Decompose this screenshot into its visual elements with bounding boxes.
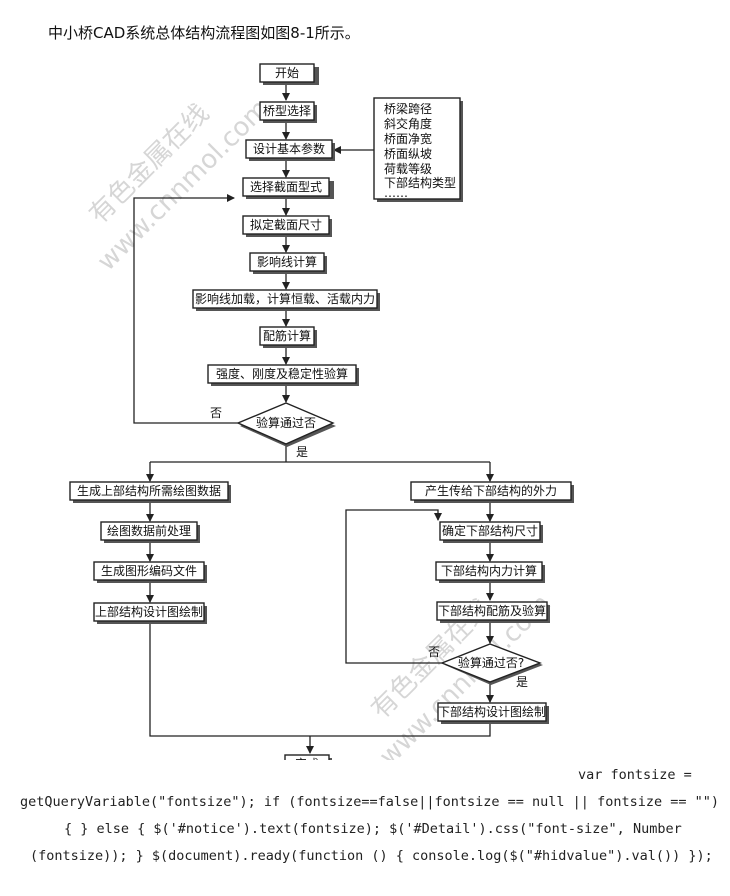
node-rebar-label: 配筋计算 bbox=[263, 328, 311, 343]
node-strength-check-label: 强度、刚度及稳定性验算 bbox=[216, 366, 348, 381]
param-load-class: 荷载等级 bbox=[384, 162, 432, 176]
decision-lower-check: 验算通过否? bbox=[440, 643, 543, 685]
node-loading: 影响线加载，计算恒载、活载内力 bbox=[192, 289, 380, 311]
param-deck-width: 桥面净宽 bbox=[384, 131, 432, 146]
node-lower-rebar-label: 下部结构配筋及验算 bbox=[438, 603, 546, 618]
node-lower-force-label: 产生传给下部结构的外力 bbox=[425, 483, 557, 498]
node-lower-force-calc: 下部结构内力计算 bbox=[435, 561, 545, 583]
node-finish: 完成 bbox=[284, 754, 332, 760]
node-strength-check: 强度、刚度及稳定性验算 bbox=[207, 364, 359, 386]
node-lower-force-calc-label: 下部结构内力计算 bbox=[441, 563, 537, 578]
node-lower-size-label: 确定下部结构尺寸 bbox=[442, 523, 538, 538]
code-line-4: (fontsize)); } $(document).ready(functio… bbox=[30, 848, 713, 864]
param-ellipsis: …… bbox=[384, 186, 408, 200]
param-substructure-type: 下部结构类型 bbox=[384, 175, 456, 190]
node-lower-force: 产生传给下部结构的外力 bbox=[410, 481, 574, 503]
node-section-type-label: 选择截面型式 bbox=[250, 180, 322, 194]
code-line-2: getQueryVariable("fontsize"); if (fontsi… bbox=[20, 794, 719, 810]
node-design-params: 设计基本参数 bbox=[245, 139, 335, 161]
node-lower-size: 确定下部结构尺寸 bbox=[439, 521, 543, 543]
node-upper-drawing-label: 上部结构设计图绘制 bbox=[95, 604, 203, 619]
label-yes: 是 bbox=[296, 445, 308, 459]
node-preprocess-label: 绘图数据前处理 bbox=[107, 523, 191, 538]
node-bridge-type-label: 桥型选择 bbox=[263, 104, 311, 118]
decision-check-pass-label: 验算通过否 bbox=[256, 415, 316, 430]
node-influence-line-label: 影响线计算 bbox=[257, 254, 317, 269]
node-graphic-file-label: 生成图形编码文件 bbox=[101, 563, 197, 578]
param-skew-angle: 斜交角度 bbox=[384, 116, 432, 131]
node-loading-label: 影响线加载，计算恒载、活载内力 bbox=[195, 291, 375, 306]
code-line-1: var fontsize = bbox=[578, 767, 692, 783]
node-upper-drawing: 上部结构设计图绘制 bbox=[93, 602, 207, 624]
node-preprocess: 绘图数据前处理 bbox=[100, 521, 200, 543]
node-section-size: 拟定截面尺寸 bbox=[242, 215, 332, 237]
node-bridge-type: 桥型选择 bbox=[259, 101, 317, 123]
node-graphic-file: 生成图形编码文件 bbox=[93, 561, 207, 583]
node-upper-data-label: 生成上部结构所需绘图数据 bbox=[77, 483, 221, 498]
label-lower-no: 否 bbox=[428, 645, 440, 659]
node-upper-data: 生成上部结构所需绘图数据 bbox=[69, 481, 231, 503]
node-start-label: 开始 bbox=[275, 66, 299, 80]
node-lower-drawing-label: 下部结构设计图绘制 bbox=[438, 704, 546, 719]
param-deck-slope: 桥面纵坡 bbox=[384, 147, 432, 161]
node-section-size-label: 拟定截面尺寸 bbox=[250, 217, 322, 232]
code-snippet: var fontsize = getQueryVariable("fontsiz… bbox=[0, 762, 730, 870]
node-design-params-label: 设计基本参数 bbox=[253, 141, 325, 156]
node-lower-drawing: 下部结构设计图绘制 bbox=[437, 702, 549, 724]
decision-lower-check-label: 验算通过否? bbox=[458, 655, 524, 670]
flowchart: 有色金属在线 www.cnnmol.com 有色金属在线 www.cnnmol.… bbox=[69, 63, 574, 760]
node-rebar: 配筋计算 bbox=[259, 326, 317, 348]
intro-text: 中小桥CAD系统总体结构流程图如图8-1所示。 bbox=[48, 24, 360, 42]
node-influence-line: 影响线计算 bbox=[249, 252, 327, 274]
params-list-box: 桥梁跨径 斜交角度 桥面净宽 桥面纵坡 荷载等级 下部结构类型 …… bbox=[373, 97, 463, 202]
node-lower-rebar: 下部结构配筋及验算 bbox=[436, 601, 550, 623]
decision-check-pass: 验算通过否 bbox=[236, 402, 336, 447]
param-span: 桥梁跨径 bbox=[384, 101, 432, 116]
label-lower-yes: 是 bbox=[516, 675, 528, 689]
node-finish-label: 完成 bbox=[295, 756, 319, 760]
code-line-3: { } else { $('#notice').text(fontsize); … bbox=[64, 821, 682, 837]
label-no: 否 bbox=[210, 406, 222, 420]
node-section-type: 选择截面型式 bbox=[242, 177, 334, 199]
node-start: 开始 bbox=[259, 63, 319, 85]
